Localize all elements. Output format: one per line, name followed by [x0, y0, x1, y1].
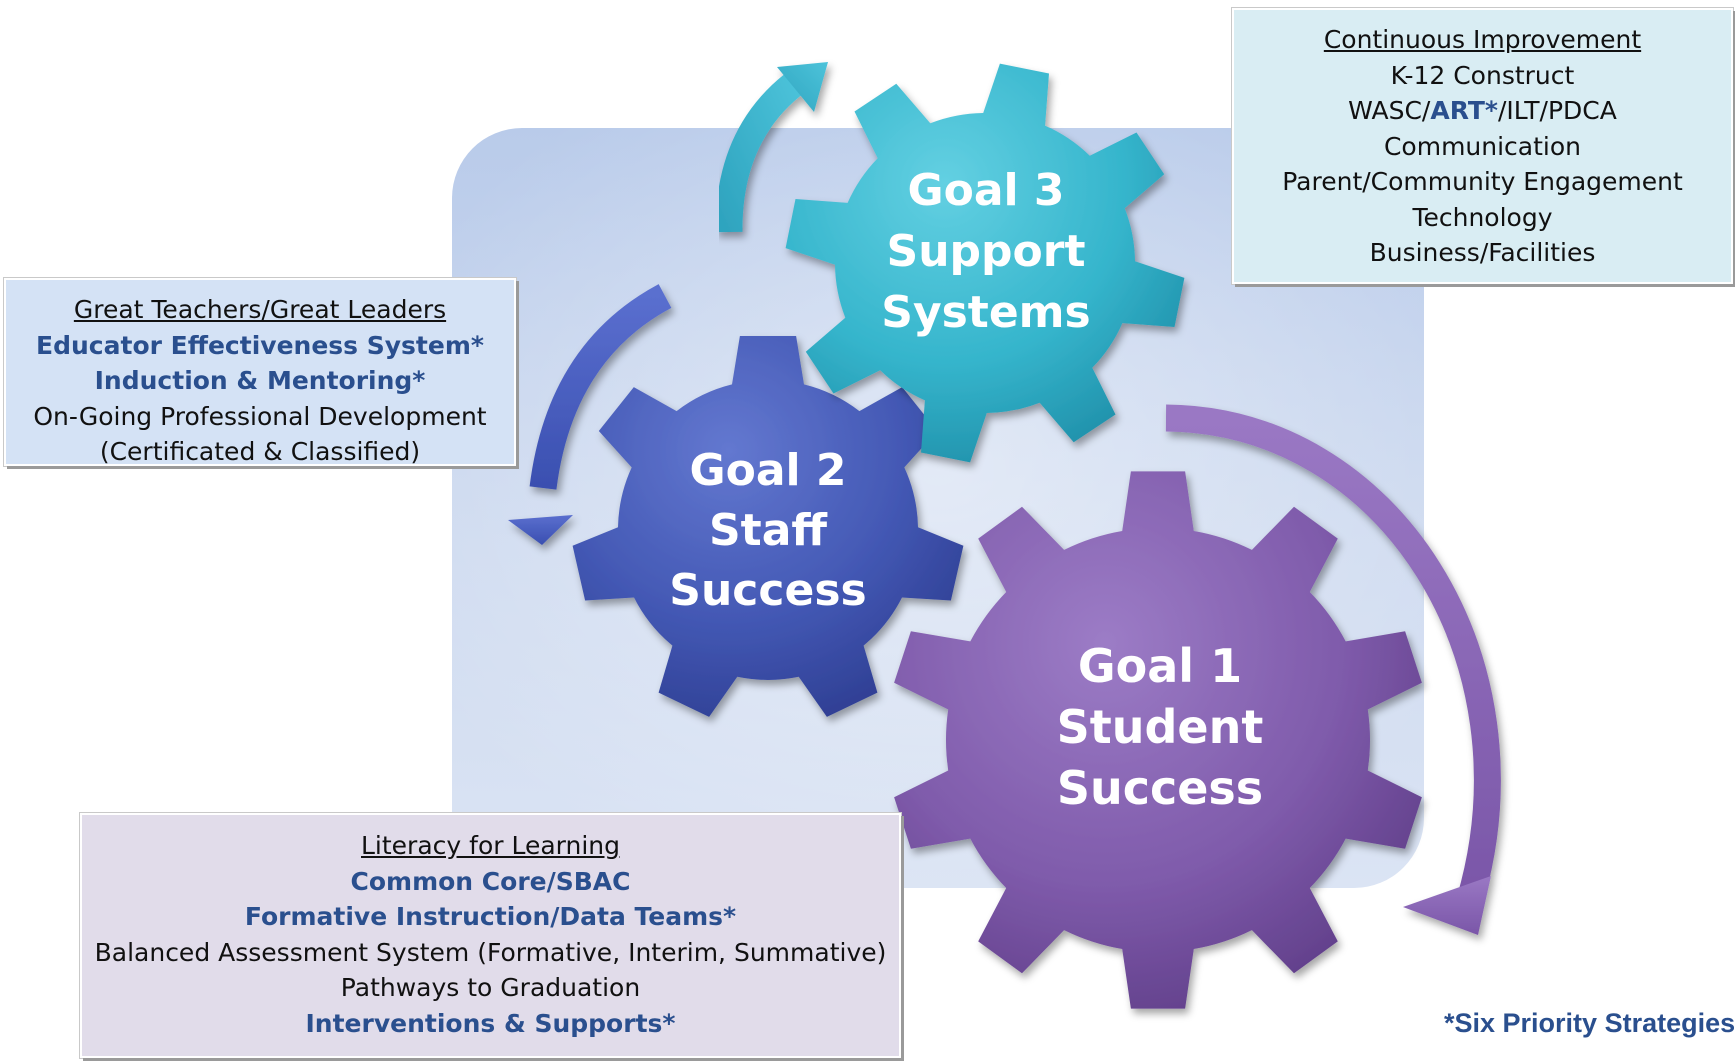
gear-goal1-line2: Student: [1057, 700, 1264, 754]
goal3-item-wasc-pre: WASC/: [1348, 96, 1431, 125]
cycle-arrow-up-icon: [715, 62, 828, 233]
goal1-item-pathways: Pathways to Graduation: [340, 973, 641, 1002]
goal1-strategy-common-core: Common Core/SBAC: [350, 866, 631, 896]
gear-goal2-title: Goal 2: [689, 445, 846, 496]
gear-goal1: Goal 1 Student Success: [894, 471, 1422, 1009]
goal2-info-box: Great Teachers/Great Leaders Educator Ef…: [4, 278, 516, 466]
goal1-heading: Literacy for Learning: [361, 831, 620, 860]
goal3-item-technology: Technology: [1412, 202, 1553, 232]
gear-goal3: Goal 3 Support Systems: [785, 63, 1185, 463]
cycle-arrow-right-icon: [1165, 404, 1501, 935]
goal1-strategy-data-teams: Formative Instruction/Data Teams*: [244, 902, 737, 931]
footnote: *Six Priority Strategies: [1444, 1008, 1735, 1038]
goal3-item-engagement: Parent/Community Engagement: [1282, 167, 1683, 196]
goal1-strategy-interventions: Interventions & Supports*: [305, 1008, 676, 1038]
goal3-item-business: Business/Facilities: [1369, 238, 1596, 267]
goal2-strategy-induction: Induction & Mentoring*: [94, 366, 426, 395]
goal1-item-assessment: Balanced Assessment System (Formative, I…: [94, 937, 887, 967]
gear-goal1-title: Goal 1: [1078, 639, 1242, 693]
gear-goal1-line3: Success: [1057, 761, 1263, 815]
gear-goal2-line2: Staff: [709, 505, 828, 556]
goal2-item-certificated: (Certificated & Classified): [99, 437, 421, 466]
goal1-info-box: Literacy for Learning Common Core/SBAC F…: [80, 813, 901, 1058]
gear-goal3-line2: Support: [887, 226, 1086, 277]
goal3-heading: Continuous Improvement: [1323, 25, 1642, 54]
gear-goal3-line3: Systems: [881, 287, 1090, 338]
goal2-heading: Great Teachers/Great Leaders: [73, 295, 447, 324]
gear-goal2-line3: Success: [669, 565, 866, 616]
goal2-strategy-effectiveness: Educator Effectiveness System*: [36, 330, 484, 360]
gear-goal3-title: Goal 3: [907, 165, 1064, 216]
goal3-item-wasc: WASC/ART*/ILT/PDCA: [1234, 93, 1731, 129]
goal3-item-wasc-post: /ILT/PDCA: [1497, 96, 1617, 125]
cycle-arrow-left-icon: [508, 284, 672, 545]
goal2-item-pd: On-Going Professional Development: [33, 401, 487, 431]
gear-goal3-icon: [785, 63, 1185, 463]
goal3-info-box: Continuous Improvement K-12 Construct WA…: [1232, 8, 1733, 284]
gear-goal2-icon: [572, 336, 964, 717]
gear-goal2: Goal 2 Staff Success: [572, 336, 964, 717]
goal3-item-wasc-art: ART*: [1430, 96, 1498, 125]
goal3-item-k12: K-12 Construct: [1390, 60, 1575, 90]
gear-goal1-icon: [894, 471, 1422, 1009]
goal3-item-communication: Communication: [1383, 131, 1582, 161]
